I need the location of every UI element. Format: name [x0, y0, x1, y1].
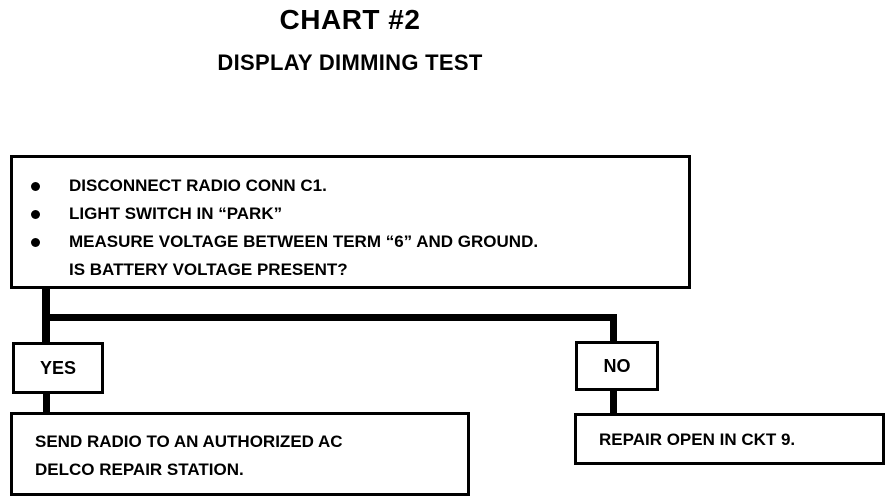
no-result-box: REPAIR OPEN IN CKT 9. — [574, 413, 885, 465]
chart-subtitle: DISPLAY DIMMING TEST — [217, 50, 483, 75]
test-step: MEASURE VOLTAGE BETWEEN TERM “6” AND GRO… — [31, 228, 538, 256]
bullet-icon — [31, 182, 40, 191]
test-step: LIGHT SWITCH IN “PARK” — [31, 200, 538, 228]
yes-result-box: SEND RADIO TO AN AUTHORIZED AC DELCO REP… — [10, 412, 470, 496]
test-step-text: LIGHT SWITCH IN “PARK” — [69, 204, 283, 223]
test-steps-list: DISCONNECT RADIO CONN C1. LIGHT SWITCH I… — [31, 172, 538, 284]
test-step-text: MEASURE VOLTAGE BETWEEN TERM “6” AND GRO… — [69, 232, 539, 251]
test-step-text: DISCONNECT RADIO CONN C1. — [69, 176, 327, 195]
no-branch-connector — [610, 314, 617, 343]
test-procedure-box: DISCONNECT RADIO CONN C1. LIGHT SWITCH I… — [10, 155, 691, 289]
no-result-line: REPAIR OPEN IN CKT 9. — [599, 430, 796, 449]
yes-result-line: DELCO REPAIR STATION. — [35, 460, 244, 479]
branch-connector — [42, 314, 616, 321]
no-branch-label: NO — [575, 341, 659, 391]
yes-branch-label: YES — [12, 342, 104, 394]
yes-result-connector — [43, 392, 50, 414]
chart-title: CHART #2 — [279, 4, 421, 35]
bullet-icon — [31, 238, 40, 247]
test-step: DISCONNECT RADIO CONN C1. — [31, 172, 538, 200]
yes-result-line: SEND RADIO TO AN AUTHORIZED AC — [35, 432, 343, 451]
test-question: IS BATTERY VOLTAGE PRESENT? — [69, 260, 348, 279]
no-result-connector — [610, 389, 617, 415]
bullet-icon — [31, 210, 40, 219]
